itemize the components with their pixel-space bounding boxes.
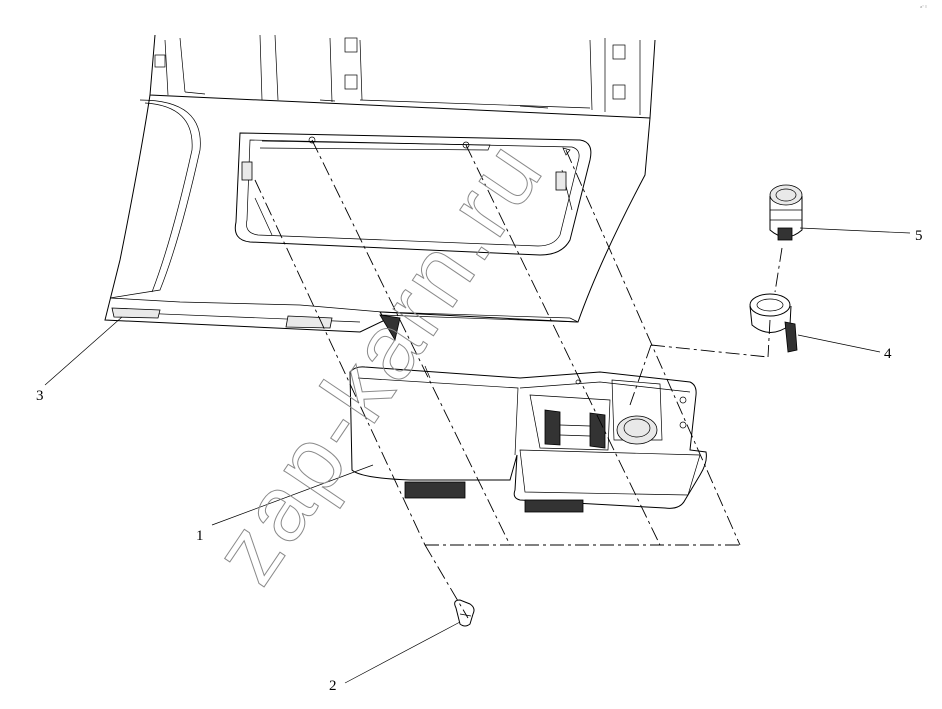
callout-1: 1 xyxy=(196,528,204,544)
socket-housing-part xyxy=(749,293,798,353)
callout-3: 3 xyxy=(36,388,44,404)
lighter-element-part xyxy=(769,184,803,241)
callout-5: 5 xyxy=(915,228,923,244)
callout-2: 2 xyxy=(329,678,337,694)
leader-lines xyxy=(44,227,911,684)
callout-4: 4 xyxy=(884,346,892,362)
dashboard-panel xyxy=(104,34,656,342)
assembly-guide-lines xyxy=(254,139,783,619)
glovebox-assembly xyxy=(349,365,707,513)
corner-mark: a° ≡ xyxy=(920,4,928,9)
watermark-text: zap-karn.ru xyxy=(194,122,563,601)
bulb-part xyxy=(454,599,475,627)
